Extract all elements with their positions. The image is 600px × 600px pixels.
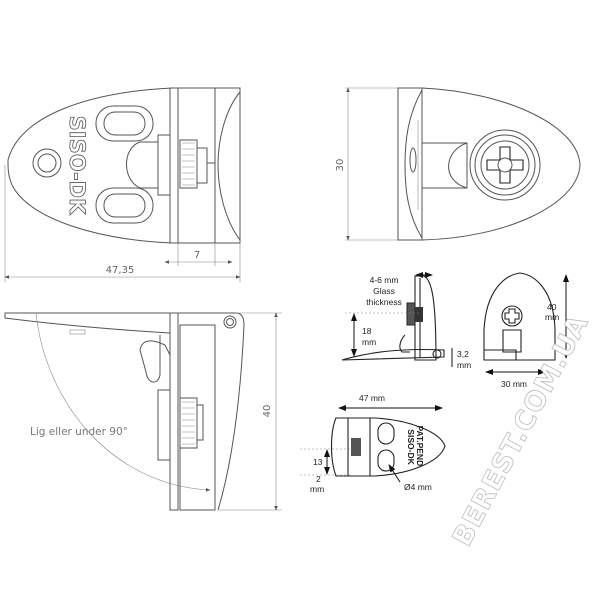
dim-2-unit: mm: [310, 484, 324, 494]
end-view: 30: [335, 87, 581, 241]
dim-2: 2: [316, 474, 321, 484]
dim-40: 40: [262, 405, 273, 418]
glass-label: Glass: [373, 286, 395, 296]
dim-13: 13: [313, 457, 323, 467]
thickness-label: thickness: [366, 297, 401, 307]
angle-note: Lig eller under 90°: [30, 426, 128, 438]
top-view: SISO-DK 7 47,35: [4, 87, 241, 282]
dim-30-mm: 30 mm: [501, 379, 527, 389]
dim-18-unit: mm: [362, 337, 376, 347]
dim-40-mm: 40: [547, 302, 557, 312]
dim-3-2: 3,2: [457, 349, 469, 359]
hole-diameter: Ø4 mm: [404, 482, 432, 492]
side-view: Lig eller under 90° 40: [4, 312, 282, 511]
dim-47-35: 47,35: [106, 265, 135, 276]
spec-bottom-view: 47 mm SISO-DK PAT.PEND. 13 2 mm Ø4 mm: [300, 393, 446, 494]
dim-40-unit: mm: [545, 312, 559, 322]
bottom-brand-text: SISO-DK: [406, 429, 416, 465]
dim-3-2-unit: mm: [457, 360, 471, 370]
dim-30: 30: [335, 159, 346, 172]
pat-pend-text: PAT.PEND.: [415, 425, 425, 468]
dim-7: 7: [194, 250, 200, 261]
dim-47-mm: 47 mm: [359, 393, 385, 403]
spec-side-view: 4-6 mm Glass thickness 18 mm 3,2 mm: [341, 272, 471, 370]
spec-front-view: 40 mm 30 mm: [483, 272, 569, 389]
glass-thickness-label: 4-6 mm: [370, 275, 399, 285]
dim-18: 18: [362, 326, 372, 336]
brand-text: SISO-DK: [65, 116, 89, 215]
